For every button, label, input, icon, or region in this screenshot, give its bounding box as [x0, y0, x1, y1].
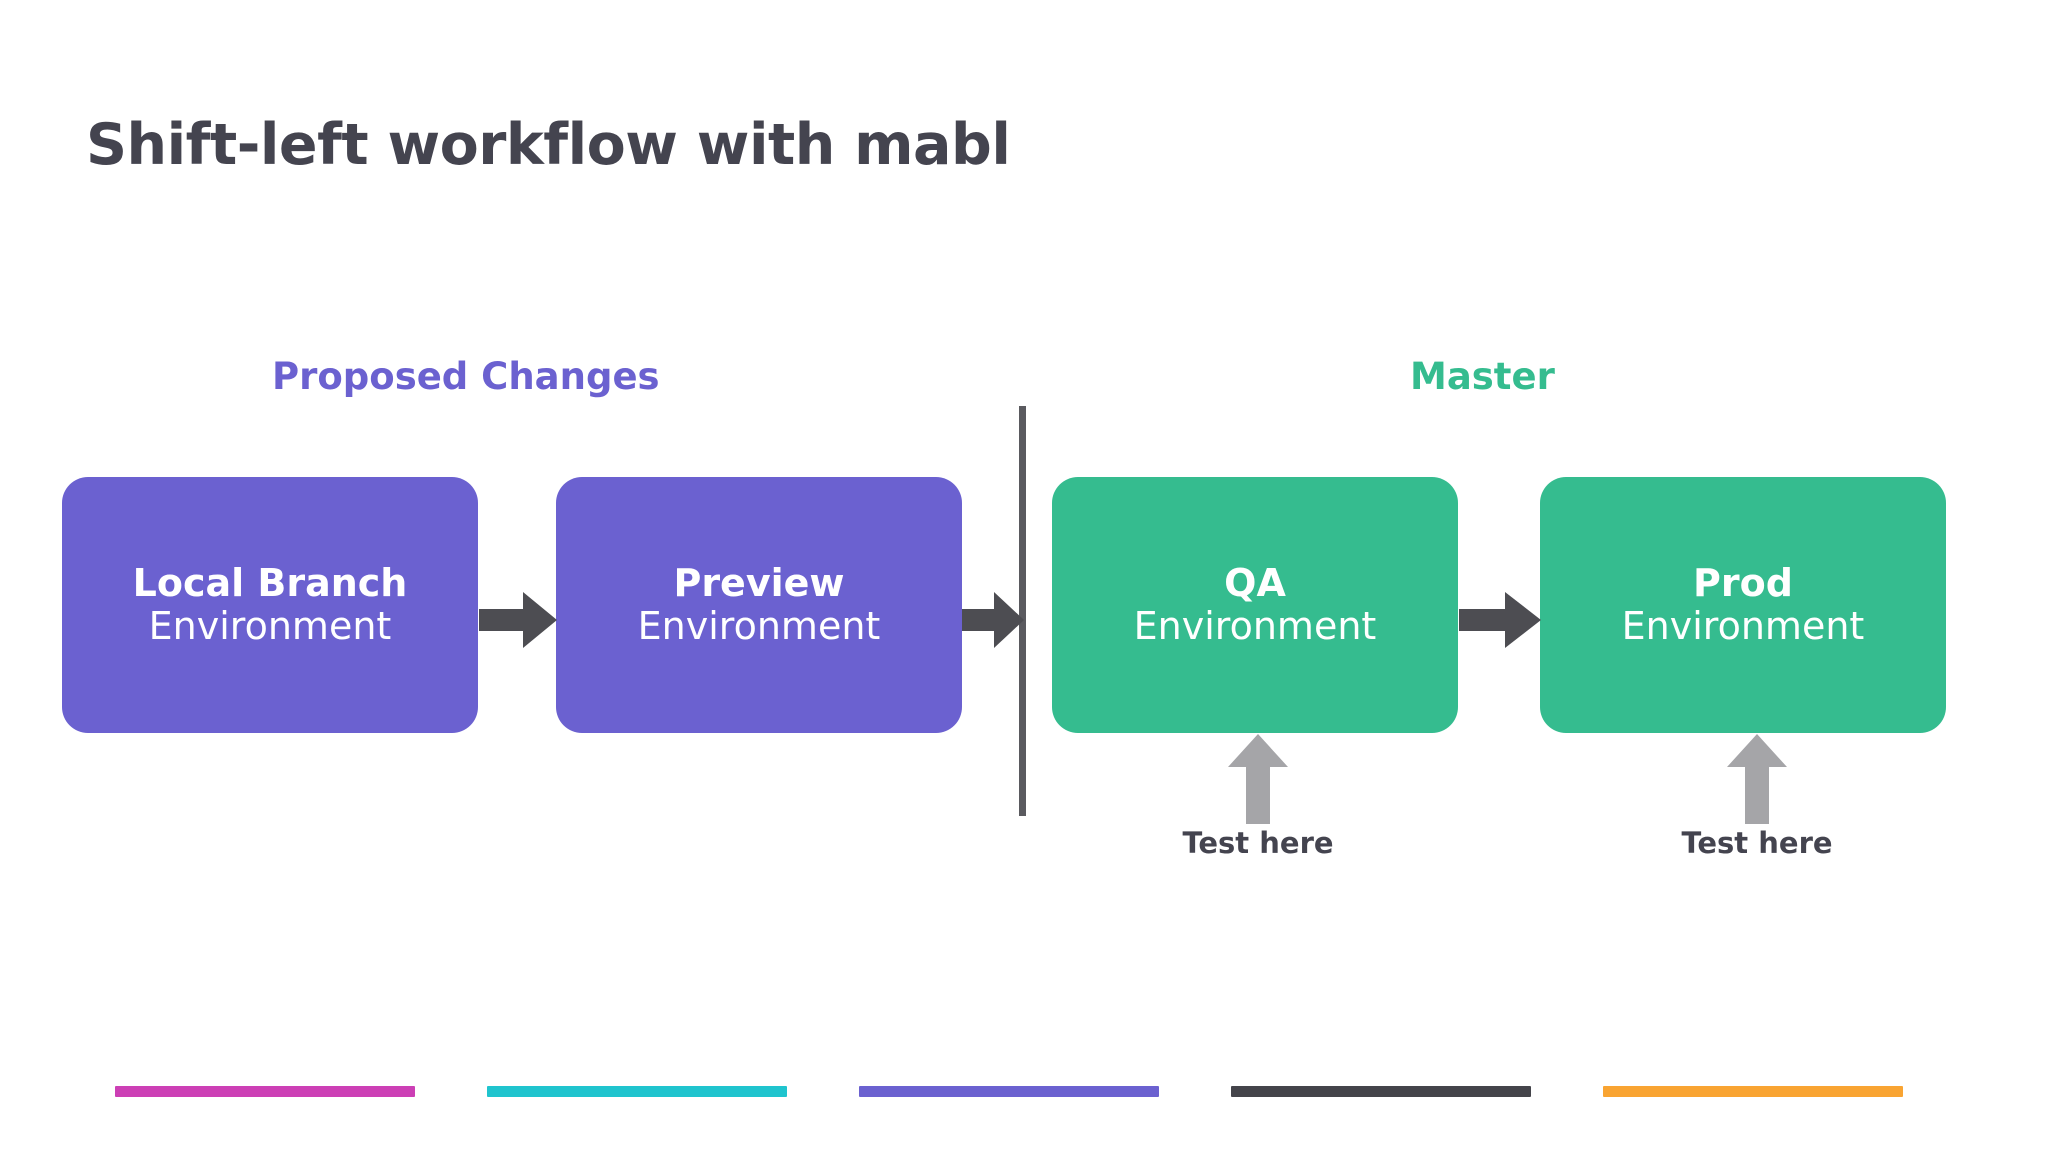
- stage-subtitle: Environment: [1133, 604, 1377, 648]
- stage-subtitle: Environment: [148, 604, 392, 648]
- stage-box-qa[interactable]: QA Environment: [1052, 477, 1458, 733]
- stage-name: QA: [1224, 561, 1286, 606]
- flow-arrow-right-icon: [1459, 592, 1541, 648]
- test-here-arrow-up-icon: [1228, 734, 1288, 824]
- lane-label-proposed-changes: Proposed Changes: [272, 355, 660, 398]
- test-here-label-qa: Test here: [1182, 826, 1334, 860]
- stage-box-preview[interactable]: Preview Environment: [556, 477, 962, 733]
- stage-subtitle: Environment: [1621, 604, 1865, 648]
- stage-name: Local Branch: [132, 561, 408, 606]
- page-title: Shift-left workflow with mabl: [86, 112, 1011, 178]
- stage-box-local-branch[interactable]: Local Branch Environment: [62, 477, 478, 733]
- flow-arrow-right-icon: [479, 592, 557, 648]
- stage-name: Preview: [673, 561, 845, 606]
- accent-bar: [1603, 1086, 1903, 1097]
- accent-bar: [1231, 1086, 1531, 1097]
- test-here-arrow-up-icon: [1727, 734, 1787, 824]
- stage-subtitle: Environment: [637, 604, 881, 648]
- accent-bar-strip: [0, 1086, 2048, 1100]
- flow-arrow-right-icon: [962, 592, 1024, 648]
- stage-box-prod[interactable]: Prod Environment: [1540, 477, 1946, 733]
- lane-divider: [1019, 406, 1026, 816]
- lane-label-master: Master: [1410, 355, 1555, 398]
- accent-bar: [859, 1086, 1159, 1097]
- test-here-label-prod: Test here: [1681, 826, 1833, 860]
- accent-bar: [487, 1086, 787, 1097]
- accent-bar: [115, 1086, 415, 1097]
- stage-name: Prod: [1693, 561, 1793, 606]
